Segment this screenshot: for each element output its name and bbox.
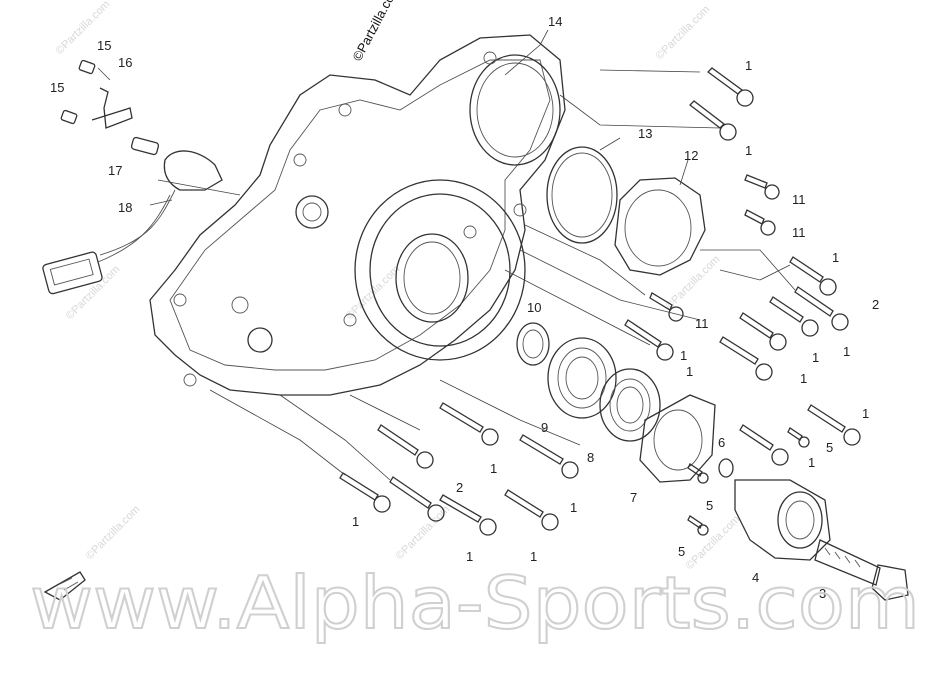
sensor-assembly [42,59,223,295]
callout-15a: 15 [97,38,111,53]
bearings [516,322,661,442]
callout-17: 17 [108,163,122,178]
callout-11c: 11 [695,316,709,331]
callout-1m: 1 [352,514,359,529]
callout-1j: 1 [808,455,815,470]
callout-1k: 1 [490,461,497,476]
end-cover-parts [639,394,909,601]
callout-5b: 5 [706,498,713,513]
callout-1h: 1 [800,371,807,386]
callout-15b: 15 [50,80,64,95]
callout-1b: 1 [745,143,752,158]
callout-1l: 1 [570,500,577,515]
site-watermark: ©Partzilla.com [654,3,713,62]
callout-8: 8 [587,450,594,465]
callout-1e: 1 [812,350,819,365]
site-watermark: ©Partzilla.com [84,503,143,562]
callout-11b: 11 [792,225,806,240]
callout-7: 7 [630,490,637,505]
site-watermark: ©Partzilla.com [64,263,123,322]
callout-1i: 1 [862,406,869,421]
callout-9: 9 [541,420,548,435]
leader-lines [97,29,796,481]
site-watermark-large: www.Alpha-Sports.com [30,561,920,645]
crankcase-cover [149,34,566,396]
callout-11a: 11 [792,192,806,207]
callout-1o: 1 [530,549,537,564]
callout-3: 3 [819,586,826,601]
callout-13: 13 [638,126,652,141]
callout-10: 10 [527,300,541,315]
callout-5a: 5 [826,440,833,455]
callout-6: 6 [718,435,725,450]
callouts: 14 15 16 15 17 18 1 1 13 12 11 11 1 2 11… [50,14,879,601]
callout-2b: 2 [456,480,463,495]
callout-5c: 5 [678,544,685,559]
direction-arrow-icon [43,571,86,601]
callout-2a: 2 [872,297,879,312]
site-watermarks: ©Partzilla.com ©Partzilla.com ©Partzilla… [54,0,743,572]
callout-14: 14 [548,14,562,29]
bolts [339,67,861,536]
callout-1g: 1 [686,364,693,379]
callout-1f: 1 [680,348,687,363]
callout-16: 16 [118,55,132,70]
copyright-label: ©Partzilla.com [349,0,402,63]
callout-1d: 1 [843,344,850,359]
callout-4: 4 [752,570,759,585]
callout-1n: 1 [466,549,473,564]
callout-1c: 1 [832,250,839,265]
callout-1a: 1 [745,58,752,73]
cover-gaskets [546,146,706,276]
callout-18: 18 [118,200,132,215]
callout-12: 12 [684,148,698,163]
